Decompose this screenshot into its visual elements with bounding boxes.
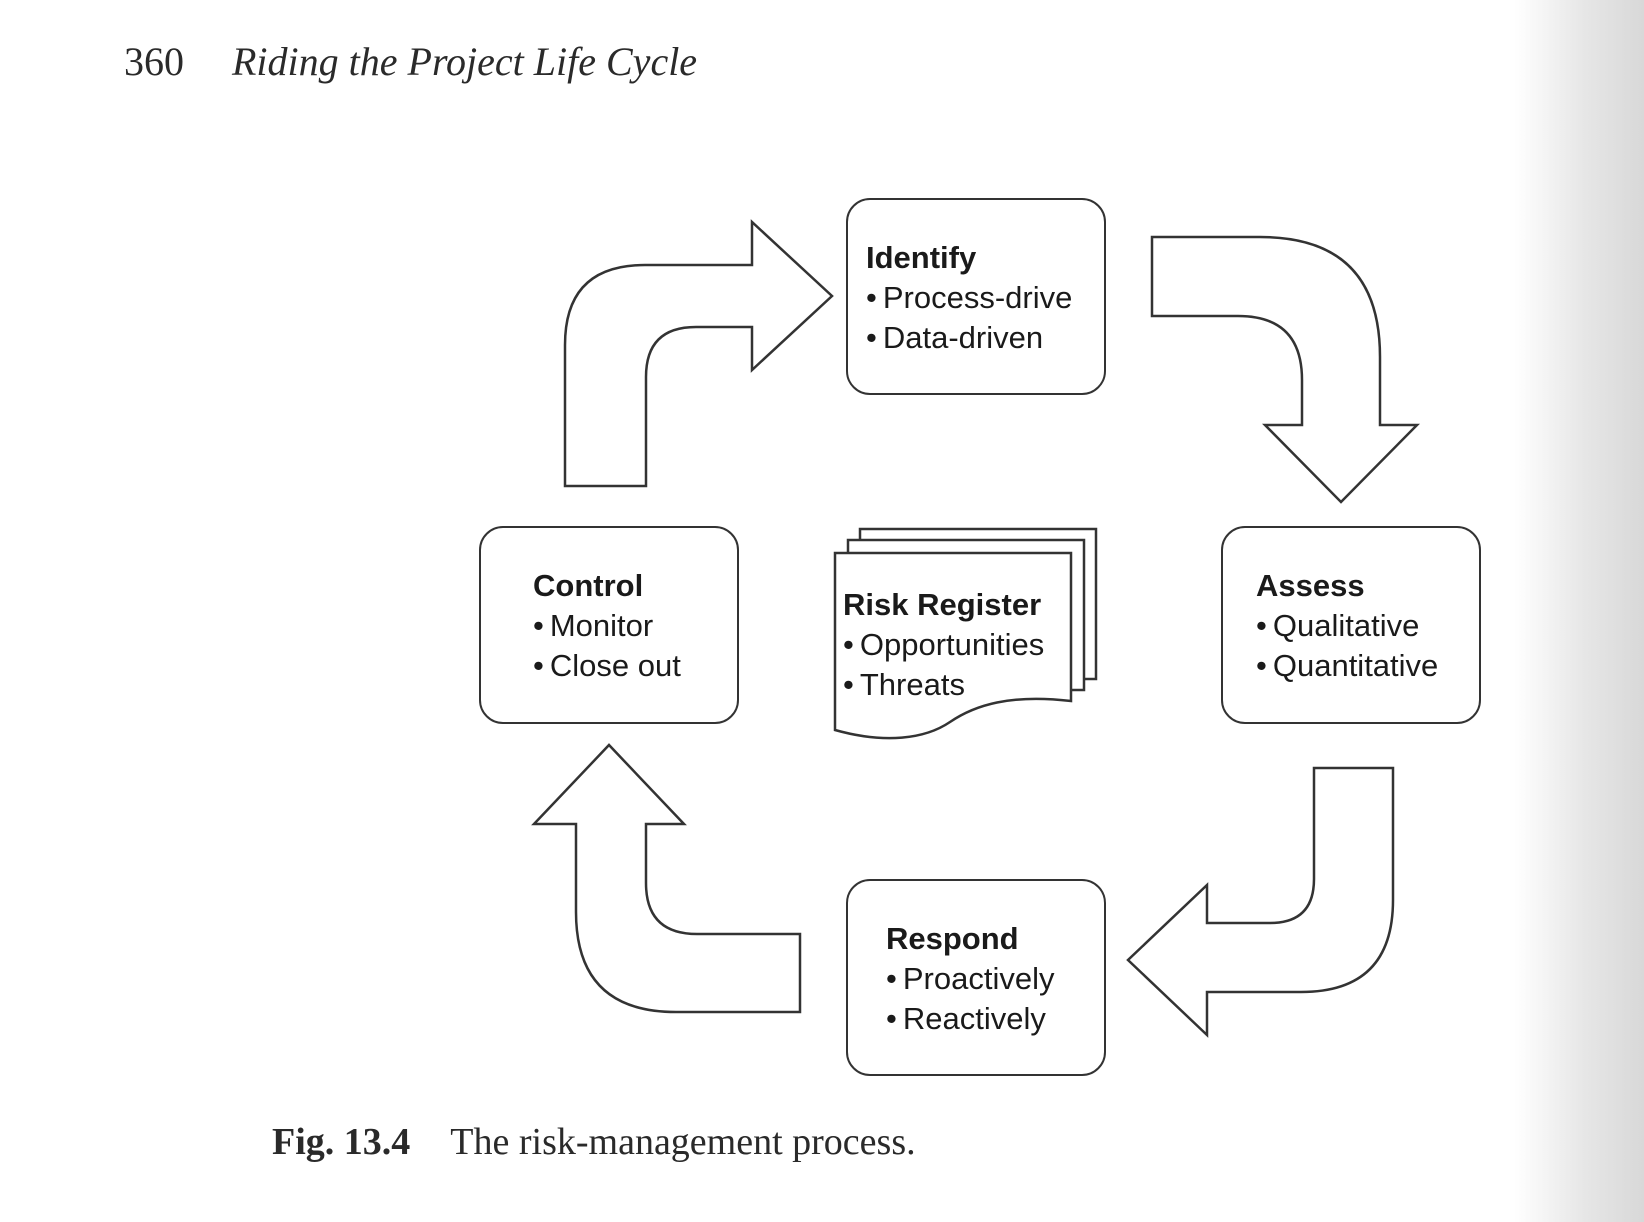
risk-register-item: Threats xyxy=(843,665,1044,705)
arrow-respond-to-control xyxy=(531,743,802,1014)
assess-item: Qualitative xyxy=(1256,606,1479,646)
figure-label: Fig. 13.4 xyxy=(272,1121,411,1163)
page-edge-shadow xyxy=(1514,0,1644,1222)
figure-caption-text: The risk-management process. xyxy=(450,1121,916,1163)
risk-register-title: Risk Register xyxy=(843,587,1042,622)
identify-item: Data-driven xyxy=(866,318,1104,358)
identify-item: Process-drive xyxy=(866,278,1104,318)
running-header: 360 Riding the Project Life Cycle xyxy=(124,38,697,85)
control-item: Monitor xyxy=(533,606,737,646)
arrow-control-to-identify xyxy=(563,219,834,488)
respond-box: Respond Proactively Reactively xyxy=(846,879,1106,1076)
assess-title: Assess xyxy=(1256,568,1365,603)
risk-register-item: Opportunities xyxy=(843,625,1044,665)
figure-caption: Fig. 13.4 The risk-management process. xyxy=(272,1120,916,1164)
respond-item: Reactively xyxy=(886,999,1104,1039)
control-box: Control Monitor Close out xyxy=(479,526,739,724)
respond-title: Respond xyxy=(886,921,1019,956)
risk-register-content: Risk Register Opportunities Threats xyxy=(843,585,1044,705)
page-number: 360 xyxy=(124,39,184,84)
control-title: Control xyxy=(533,568,644,603)
arrow-identify-to-assess xyxy=(1150,235,1420,504)
book-title: Riding the Project Life Cycle xyxy=(232,39,698,84)
control-item: Close out xyxy=(533,646,737,686)
identify-box: Identify Process-drive Data-driven xyxy=(846,198,1106,395)
respond-item: Proactively xyxy=(886,959,1104,999)
arrow-assess-to-respond xyxy=(1126,766,1395,1038)
assess-box: Assess Qualitative Quantitative xyxy=(1221,526,1481,724)
assess-item: Quantitative xyxy=(1256,646,1479,686)
identify-title: Identify xyxy=(866,240,977,275)
